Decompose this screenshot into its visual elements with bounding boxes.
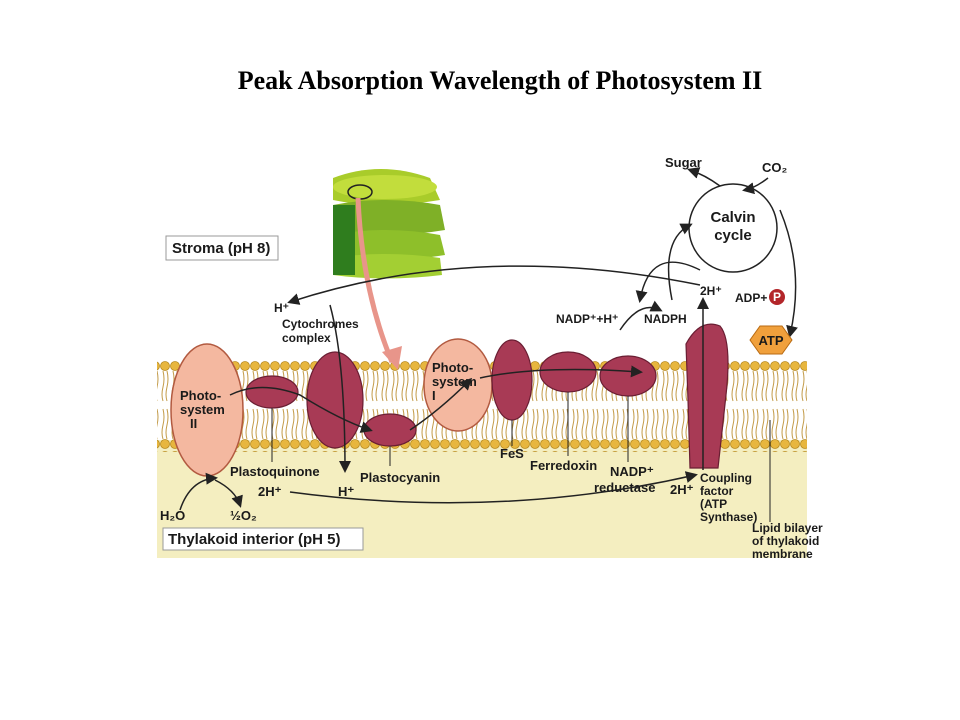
atp-burst bbox=[749, 325, 793, 355]
ps2-label-3: II bbox=[190, 416, 197, 431]
chloroplast-granum-graphic bbox=[333, 169, 445, 279]
h2o-label: H₂O bbox=[160, 508, 185, 523]
nadph-label: NADPH bbox=[644, 312, 687, 326]
stroma-label: Stroma (pH 8) bbox=[172, 240, 270, 257]
cytochromes-label-1: Cytochromes bbox=[282, 317, 359, 331]
plastocyanin-label: Plastocyanin bbox=[360, 470, 440, 485]
nadp-reductase bbox=[599, 355, 657, 397]
thylakoid-label-box bbox=[162, 527, 364, 551]
phosphate-label: P bbox=[773, 290, 781, 304]
fes-label: FeS bbox=[500, 446, 524, 461]
nadp-label: NADP⁺+H⁺ bbox=[556, 312, 618, 326]
cytochromes-complex bbox=[306, 351, 364, 449]
thylakoid-interior-label: Thylakoid interior (pH 5) bbox=[168, 531, 341, 548]
zoom-arrow-head bbox=[382, 346, 402, 370]
ps1-label-2: system bbox=[432, 374, 477, 389]
ps2-label-1: Photo- bbox=[180, 388, 221, 403]
lipid-label-1: Lipid bilayer bbox=[752, 521, 823, 535]
fes-protein bbox=[491, 339, 533, 421]
h-plus-bottom-label: H⁺ bbox=[338, 484, 354, 499]
ps1-label-1: Photo- bbox=[432, 360, 473, 375]
atp-label: ATP bbox=[758, 333, 783, 348]
two-h-bottom-left-label: 2H⁺ bbox=[258, 484, 282, 499]
ferredoxin-label: Ferredoxin bbox=[530, 458, 597, 473]
atp-synthase bbox=[685, 323, 729, 469]
o2-label: ½O₂ bbox=[230, 508, 257, 523]
calvin-label-2: cycle bbox=[714, 227, 752, 244]
calvin-label-1: Calvin bbox=[710, 209, 755, 226]
ferredoxin bbox=[539, 351, 597, 393]
two-h-top-label: 2H⁺ bbox=[700, 284, 722, 298]
page-title: Peak Absorption Wavelength of Photosyste… bbox=[237, 66, 763, 95]
coupling-label-2: factor bbox=[700, 484, 734, 498]
plastoquinone-label: Plastoquinone bbox=[230, 464, 320, 479]
coupling-label-4: Synthase) bbox=[700, 510, 757, 524]
ps1-label-3: I bbox=[432, 388, 436, 403]
lipid-label-3: membrane bbox=[752, 547, 813, 561]
phosphate-icon bbox=[769, 289, 785, 305]
co2-label: CO₂ bbox=[762, 160, 788, 175]
lipid-label-2: of thylakoid bbox=[752, 534, 819, 548]
two-h-bottom-right-label: 2H⁺ bbox=[670, 482, 694, 497]
h-plus-top-label: H⁺ bbox=[274, 301, 289, 315]
zoom-arrow bbox=[355, 197, 395, 363]
plastocyanin bbox=[363, 413, 417, 447]
cytochromes-label-2: complex bbox=[282, 331, 331, 345]
adp-label: ADP+ bbox=[735, 291, 767, 305]
coupling-label-3: (ATP bbox=[700, 497, 727, 511]
stroma-label-box bbox=[165, 235, 279, 261]
ps2-label-2: system bbox=[180, 402, 225, 417]
coupling-label-1: Coupling bbox=[700, 471, 752, 485]
sugar-label: Sugar bbox=[665, 155, 702, 170]
nadp-reductase-label-1: NADP⁺ bbox=[610, 464, 654, 479]
